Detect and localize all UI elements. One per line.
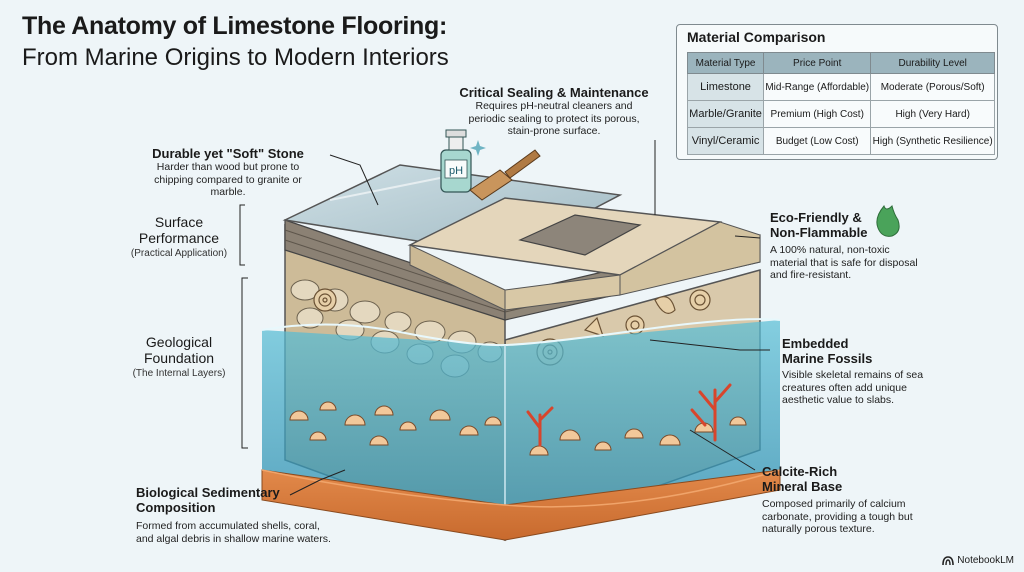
callout-eco: Eco-Friendly & Non-Flammable A 100% natu… [770,210,918,281]
callout-calcite: Calcite-Rich Mineral Base Composed prima… [762,464,913,535]
leader-lines [289,140,770,496]
table-cell: Limestone [686,73,765,101]
table-cell: Budget (Low Cost) [763,127,872,155]
table-row: Vinyl/Ceramic Budget (Low Cost) High (Sy… [686,127,995,155]
brackets [239,204,248,449]
sparkle-icon [470,140,486,156]
table-row: Limestone Mid-Range (Affordable) Moderat… [686,73,995,101]
side-label-geological: Geological Foundation (The Internal Laye… [132,334,226,379]
seawater-layer [262,320,780,505]
page-subtitle: From Marine Origins to Modern Interiors [22,44,449,71]
callout-sealing: Critical Sealing & Maintenance Requires … [459,85,649,137]
branding-label: NotebookLM [957,555,1014,566]
side-label-surface: Surface Performance (Practical Applicati… [130,214,228,259]
page-title: The Anatomy of Limestone Flooring: [22,12,447,40]
table-cell: Moderate (Porous/Soft) [870,73,995,101]
scrub-brush-icon [469,149,541,201]
table-cell: Mid-Range (Affordable) [763,73,872,101]
callout-biological: Biological Sedimentary Composition Forme… [136,485,331,545]
callout-durable: Durable yet "Soft" Stone Harder than woo… [152,146,304,198]
table-header: Material Type [686,52,765,74]
table-header: Durability Level [870,52,995,74]
table-row: Marble/Granite Premium (High Cost) High … [686,100,995,128]
sediment-shells [289,401,747,456]
flame-icon [876,204,900,237]
comparison-table: Material Type Price Point Durability Lev… [686,52,995,155]
table-header: Price Point [763,52,872,74]
table-cell: Vinyl/Ceramic [686,127,765,155]
table-cell: Marble/Granite [686,100,765,128]
table-cell: High (Very Hard) [870,100,995,128]
table-header-row: Material Type Price Point Durability Lev… [686,52,995,74]
table-cell: High (Synthetic Resilience) [870,127,995,155]
tile-cutout [518,214,642,256]
table-title: Material Comparison [687,29,826,45]
table-cell: Premium (High Cost) [763,100,872,128]
svg-text:pH: pH [449,165,463,177]
notebook-logo-icon [942,555,955,565]
callout-fossils: Embedded Marine Fossils Visible skeletal… [782,336,924,406]
cleaner-bottle-icon: pH [440,129,472,193]
notebooklm-branding: NotebookLM [942,555,1014,566]
material-comparison-card: Material Comparison Material Type Price … [676,24,998,160]
coral [526,383,732,447]
